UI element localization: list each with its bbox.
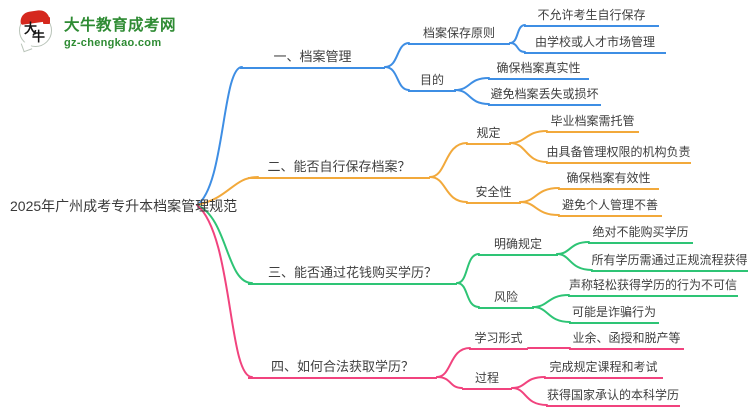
branch1-sub1-leaf1: 不允许考生自行保存 [524,6,659,27]
branch1-connectors [196,24,526,206]
branch2-sub1: 规定 [466,124,511,145]
branch3-sub2: 风险 [478,288,534,309]
connector-line [532,306,571,323]
branch4-topic: 四、如何合法获取学历？ [248,356,437,379]
site-name: 大牛教育成考网 [64,17,177,34]
branch4-sub1-leaf1: 业余、函授和脱产等 [569,329,684,350]
branch4-sub2-leaf2: 获得国家承认的本科学历 [546,386,680,407]
connector-line [509,24,526,44]
connector-line [509,42,526,53]
branch2-connectors [196,130,560,216]
connector-line [556,253,593,271]
logo-seal-stamp [43,17,50,24]
connector-line [519,187,560,203]
branch3-sub1-leaf1: 绝对不能购买学历 [588,223,693,244]
branch3-sub2-leaf1: 声称轻松获得学历的行为不可信 [568,276,738,297]
connector-line [429,176,468,203]
branch1-sub2: 目的 [408,71,456,92]
root-topic: 2025年广州成考专升本档案管理规范 [10,198,238,214]
connector-line [519,201,560,216]
branch1-sub1-leaf2: 由学校或人才市场管理 [524,33,666,54]
connector-line [436,347,471,378]
connector-line [429,142,468,178]
branch2-sub2-leaf2: 避免个人管理不善 [558,196,662,217]
branch1-topic: 一、档案管理 [240,46,385,69]
connector-line [556,241,590,255]
logo-char-da: 大 [24,22,38,37]
connector-line [436,376,463,389]
connector-line [532,294,570,308]
logo-text: 大牛教育成考网 gz-chengkao.com [64,13,176,49]
branch3-sub1: 明确规定 [478,235,558,256]
branch4-sub1: 学习形式 [469,329,528,350]
connector-line [456,282,480,308]
connector-line [196,204,253,378]
branch4-sub2: 过程 [462,369,512,390]
connector-line [384,66,410,91]
connector-line [454,77,490,91]
connector-line [509,142,548,163]
branch1-sub2-leaf2: 避免档案丢失或损坏 [488,85,601,106]
site-logo[interactable]: 大 牛 大牛教育成考网 gz-chengkao.com [18,9,176,53]
site-url: gz-chengkao.com [64,37,162,49]
branch3-sub1-leaf2: 所有学历需通过正规流程获得 [591,251,748,272]
branch2-sub1-leaf2: 由具备管理权限的机构负责 [546,143,691,164]
branch3-connectors [196,204,593,323]
branch2-sub2: 安全性 [466,183,521,204]
branch4-sub2-leaf1: 完成规定课程和考试 [544,358,663,379]
branch2-sub2-leaf1: 确保档案有效性 [558,169,659,190]
connector-line [456,253,480,284]
connector-line [454,89,490,105]
branch2-sub1-leaf1: 毕业档案需托管 [546,112,639,133]
connector-line [196,204,253,284]
connector-line [511,376,546,389]
logo-char-niu: 牛 [32,30,46,45]
connector-line [384,42,410,68]
branch1-sub1: 档案保存原则 [408,24,510,45]
connector-line [196,66,243,206]
daniu-logo-icon: 大 牛 [18,9,56,53]
branch3-topic: 三、能否通过花钱购买学历？ [248,262,457,285]
branch2-topic: 二、能否自行保存档案？ [248,156,430,179]
connector-line [509,130,548,144]
connector-line [511,387,548,406]
branch1-sub2-leaf1: 确保档案真实性 [488,59,589,80]
branch3-sub2-leaf2: 可能是诈骗行为 [569,303,659,324]
branch4-connectors [196,204,571,406]
